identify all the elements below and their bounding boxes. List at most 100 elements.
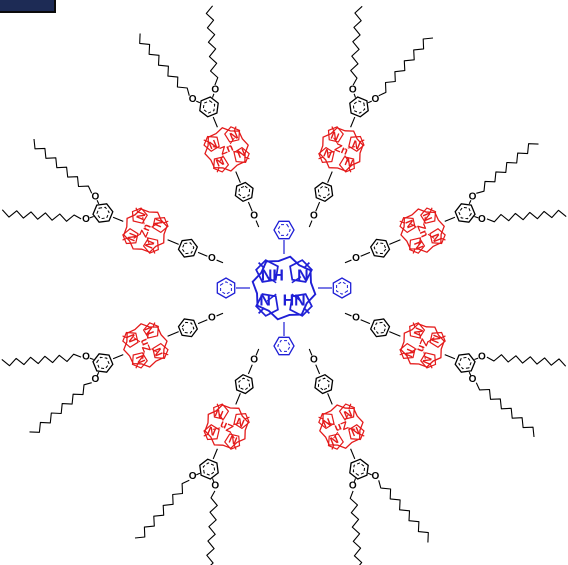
decyl-chain	[475, 382, 535, 438]
zinc-label: Zn	[138, 222, 154, 239]
arms-layer: ONNNNZnOOONNNNZnOOONNNNZnOOONNNNZnOOONNN…	[1, 5, 567, 565]
macrocycle-ring	[251, 255, 317, 321]
inner-bond	[347, 146, 356, 149]
nitrogen-label: N	[342, 406, 354, 420]
core-aryl-ring	[332, 277, 352, 299]
alkoxy-oxygen-label: O	[211, 481, 219, 492]
alkoxy-oxygen-label: O	[371, 94, 379, 105]
beta-bond	[122, 335, 128, 339]
decyl-chain	[29, 382, 92, 433]
alkoxy-oxygen-label: O	[478, 214, 486, 225]
dialkoxyphenyl-ring	[454, 203, 476, 223]
linker-bond	[353, 478, 357, 483]
inner-bond	[291, 293, 302, 302]
beta-bond	[318, 156, 324, 160]
macrocycle-ring	[400, 323, 445, 368]
beta-bond	[162, 352, 169, 356]
linker-bond	[255, 348, 260, 356]
alkoxy-oxygen-label: O	[371, 471, 379, 482]
alkoxy-oxygen-label: O	[349, 85, 357, 96]
linker-bond	[389, 331, 401, 337]
dialkoxyphenyl-ring	[92, 353, 114, 373]
beta-bond	[429, 362, 433, 369]
beta-bond	[258, 262, 265, 269]
linker-bond	[89, 215, 94, 219]
ether-oxygen-label: O	[310, 355, 318, 366]
beta-bond	[440, 335, 446, 339]
phenylene-ring	[369, 238, 391, 258]
linker-bond	[474, 357, 479, 361]
phenylene-ring	[234, 181, 254, 203]
alkoxy-oxygen-label: O	[92, 191, 100, 202]
inner-bond	[133, 233, 141, 239]
phenylene-ring	[234, 373, 254, 395]
decyl-chain	[350, 5, 363, 86]
linker-bond	[308, 348, 313, 356]
nitrogen-label: N	[429, 232, 443, 244]
nitrogen-label: N	[135, 210, 149, 222]
linker-bond	[444, 354, 456, 360]
beta-bond	[303, 307, 310, 314]
core-n-label: N	[259, 292, 271, 309]
decyl-chain	[486, 354, 567, 367]
dialkoxyphenyl-ring	[199, 458, 219, 480]
macrocycle-ring	[123, 208, 168, 253]
beta-bond	[244, 156, 250, 160]
inner-bond	[151, 348, 159, 354]
inner-bond	[229, 431, 235, 439]
nitrogen-label: N	[411, 240, 425, 252]
linker-bond	[367, 472, 372, 476]
decyl-chain	[33, 138, 93, 194]
linker-bond	[216, 259, 224, 264]
core-n-label: N	[297, 268, 309, 285]
nitrogen-label: N	[411, 325, 425, 337]
dialkoxyphenyl-ring	[92, 203, 114, 223]
beta-bond	[216, 166, 220, 173]
inner-bond	[344, 155, 350, 163]
inner-bond	[418, 330, 422, 339]
nitrogen-label: N	[321, 147, 333, 161]
beta-bond	[348, 403, 352, 410]
beta-bond	[399, 220, 406, 224]
linker-bond	[315, 364, 321, 375]
linker-bond	[196, 472, 201, 476]
beta-bond	[122, 237, 128, 241]
linker-bond	[360, 251, 371, 257]
dialkoxyphenyl-ring	[199, 96, 219, 118]
linker-bond	[308, 220, 313, 228]
beta-bond	[348, 166, 352, 173]
inner-bond	[133, 337, 141, 343]
beta-bond	[135, 207, 139, 214]
beta-bond	[216, 403, 220, 410]
phenylene-ring	[177, 318, 199, 338]
nitrogen-label: N	[125, 332, 139, 344]
zinc-label: Zn	[333, 142, 350, 158]
macrocycle-ring	[319, 127, 364, 172]
linker-bond	[112, 354, 124, 360]
macrocycle-ring	[123, 323, 168, 368]
inner-bond	[423, 216, 426, 225]
nitrogen-label: N	[227, 432, 239, 446]
linker-bond	[327, 393, 333, 405]
decyl-chain	[378, 37, 434, 97]
nitrogen-label: N	[228, 129, 240, 143]
linker-bond	[344, 312, 352, 317]
nitrogen-label: N	[420, 211, 434, 223]
decyl-chain	[378, 480, 429, 543]
nitrogen-label: N	[349, 424, 361, 438]
inner-bond	[326, 150, 335, 154]
linker-bond	[468, 371, 472, 376]
linker-bond	[96, 200, 100, 205]
phenylene-ring	[177, 238, 199, 258]
